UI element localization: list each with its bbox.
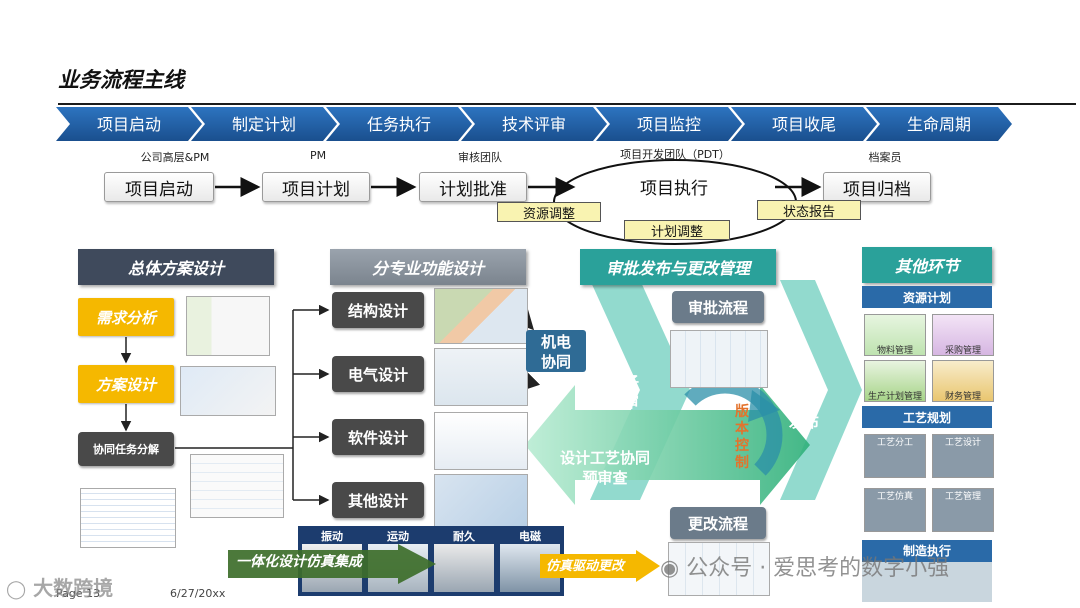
thumb-process-division: 工艺分工 xyxy=(864,434,926,478)
header-other-steps: 其他环节 xyxy=(862,247,992,283)
thumb-purchase-mgmt: 采购管理 xyxy=(932,314,994,356)
label-e-sign: 电子 签审 xyxy=(608,373,639,411)
label-sim-driven-change: 仿真驱动更改 xyxy=(546,559,625,574)
screenshot-coop-flow xyxy=(190,454,284,518)
sim-motion: 运动 xyxy=(387,530,409,543)
step-project-execution: 项目执行 xyxy=(640,178,708,199)
thumb-process-simulation: 工艺仿真 xyxy=(864,488,926,532)
header-approval-change: 审批发布与更改管理 xyxy=(580,249,776,285)
page-number: Page 13 xyxy=(56,587,101,600)
watermark-left: ◯ 大数跨境 xyxy=(6,572,113,601)
sim-driven-arrow xyxy=(540,550,660,582)
label-data-release: 数据 发布 xyxy=(788,393,819,431)
chevron-shape xyxy=(461,107,607,141)
box-scheme-design: 方案设计 xyxy=(78,365,174,403)
chevron-label: 项目监控 xyxy=(637,115,701,134)
wechat-icon: ◉ xyxy=(660,556,680,581)
step-project-plan: 项目计划 xyxy=(262,172,370,202)
role-review-team: 审核团队 xyxy=(458,151,502,164)
box-electrical-design: 电气设计 xyxy=(332,356,424,392)
screenshot-scheme xyxy=(180,366,276,416)
thumb-material-mgmt: 物料管理 xyxy=(864,314,926,356)
header-resource-plan: 资源计划 xyxy=(862,286,992,308)
footer-date: 6/27/20xx xyxy=(170,587,226,600)
tag-resource-adjust: 资源调整 xyxy=(497,202,601,222)
chevron-shape xyxy=(326,107,472,141)
chevron-shape xyxy=(596,107,742,141)
watermark-logo-icon: ◯ xyxy=(6,579,27,600)
thumb-production-plan: 生产计划管理 xyxy=(864,360,926,402)
role-executive-pm: 公司高层&PM xyxy=(140,151,210,164)
chevron-label: 生命周期 xyxy=(907,115,971,134)
chevron-shape xyxy=(866,107,1012,141)
chevron-label: 任务执行 xyxy=(367,115,431,134)
screenshot-requirements xyxy=(186,296,270,356)
screenshot-other-design xyxy=(434,474,528,528)
tag-plan-adjust: 计划调整 xyxy=(624,220,730,240)
chevron-row: 项目启动 制定计划 任务执行 技术评审 项目监控 项目收尾 生命周期 xyxy=(56,107,1012,141)
tag-status-report: 状态报告 xyxy=(757,200,861,220)
role-pdt: 项目开发团队（PDT） xyxy=(620,148,730,161)
box-software-design: 软件设计 xyxy=(332,419,424,455)
header-specialty-design: 分专业功能设计 xyxy=(330,249,526,285)
box-structure-design: 结构设计 xyxy=(332,292,424,328)
step-project-archive: 项目归档 xyxy=(823,172,931,202)
label-version-control: 版 本 控 制 xyxy=(735,404,749,471)
screenshot-change-flow xyxy=(668,542,770,596)
title-rule xyxy=(58,103,1076,105)
header-manufacturing: 制造执行 xyxy=(902,544,951,558)
chevron-label: 项目启动 xyxy=(97,115,161,134)
header-overall-design: 总体方案设计 xyxy=(78,249,274,285)
thumb-process-design: 工艺设计 xyxy=(932,434,994,478)
sim-durability: 耐久 xyxy=(453,530,475,543)
header-process-plan: 工艺规划 xyxy=(862,406,992,428)
box-requirement-analysis: 需求分析 xyxy=(78,298,174,336)
watermark-left-text: 大数跨境 xyxy=(33,576,114,600)
chevron-shape xyxy=(56,107,202,141)
sim-electromagnetic: 电磁 xyxy=(519,530,541,543)
slide-title: 业务流程主线 xyxy=(58,67,184,92)
screenshot-structure-cad xyxy=(434,288,528,344)
label-design-process-coop: 设计工艺协同 预审查 xyxy=(559,449,650,487)
label-mech-elec-coop: 机电 协同 xyxy=(526,330,586,372)
step-project-initiation: 项目启动 xyxy=(104,172,214,202)
sim-vibration: 振动 xyxy=(321,530,343,543)
chevron-label: 项目收尾 xyxy=(772,115,836,134)
watermark-right-text: 公众号 · 爱思考的数字小强 xyxy=(686,556,950,581)
box-change-flow: 更改流程 xyxy=(670,507,766,539)
box-approval-flow: 审批流程 xyxy=(672,291,764,323)
panel-manufacturing: 制造执行 xyxy=(862,540,992,602)
chevron-shape xyxy=(731,107,877,141)
label-integrated-sim: 一体化设计仿真集成 xyxy=(236,554,362,570)
integration-arrow xyxy=(228,544,436,584)
role-archivist: 档案员 xyxy=(868,151,902,164)
screenshot-gantt xyxy=(80,488,176,548)
chevron-shape xyxy=(191,107,337,141)
screenshot-approval-flow xyxy=(670,330,768,388)
screenshot-electrical xyxy=(434,348,528,406)
box-other-design: 其他设计 xyxy=(332,482,424,518)
thumb-finance-mgmt: 财务管理 xyxy=(932,360,994,402)
role-pm: PM xyxy=(309,149,327,162)
step-plan-approval: 计划批准 xyxy=(419,172,527,202)
chevron-label: 制定计划 xyxy=(232,115,296,134)
box-coop-task-breakdown: 协同任务分解 xyxy=(78,432,174,466)
watermark-right: ◉ 公众号 · 爱思考的数字小强 xyxy=(660,550,949,582)
chevron-label: 技术评审 xyxy=(502,115,566,134)
screenshot-software xyxy=(434,412,528,470)
lower-connectors xyxy=(120,280,862,506)
thumb-process-mgmt: 工艺管理 xyxy=(932,488,994,532)
